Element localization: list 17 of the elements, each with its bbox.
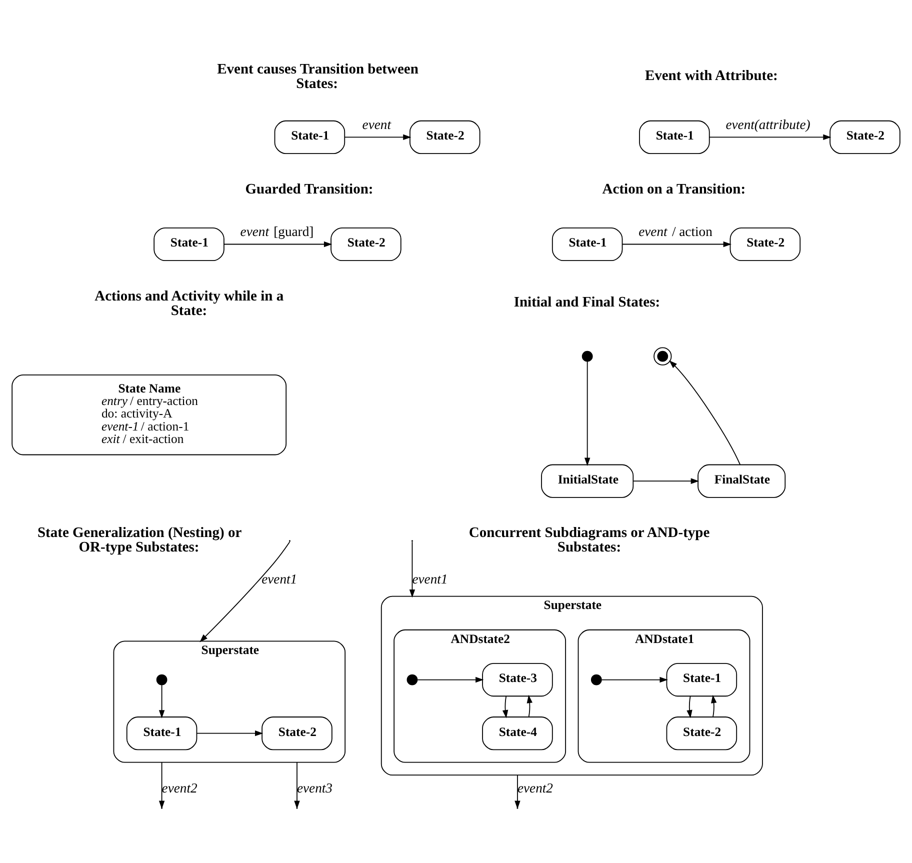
edge-label: event1 bbox=[412, 572, 448, 587]
edge-label: event2 bbox=[517, 780, 553, 796]
edge-label: event2 bbox=[162, 780, 198, 796]
label: Action on a Transition: bbox=[602, 181, 746, 198]
edge-label: event1 bbox=[262, 572, 298, 587]
label: Event with Attribute: bbox=[644, 68, 778, 84]
label: Guarded Transition: bbox=[245, 181, 374, 198]
label: Actions and Activity while in a State: bbox=[94, 288, 284, 319]
label: State Generalization (Nesting) or OR-type Substates: bbox=[37, 525, 242, 556]
label: Initial and Final States: bbox=[514, 294, 660, 311]
edge-label: event bbox=[362, 117, 392, 132]
label: Concurrent Subdiagrams or AND-type Substates: bbox=[468, 525, 710, 556]
edge-label: event / action bbox=[638, 224, 712, 240]
edge-label: event(attribute) bbox=[726, 117, 810, 132]
edge-label: event3 bbox=[296, 780, 333, 796]
edge-label: event [guard] bbox=[240, 224, 314, 240]
label: Event causes Transition between States: bbox=[217, 62, 418, 92]
